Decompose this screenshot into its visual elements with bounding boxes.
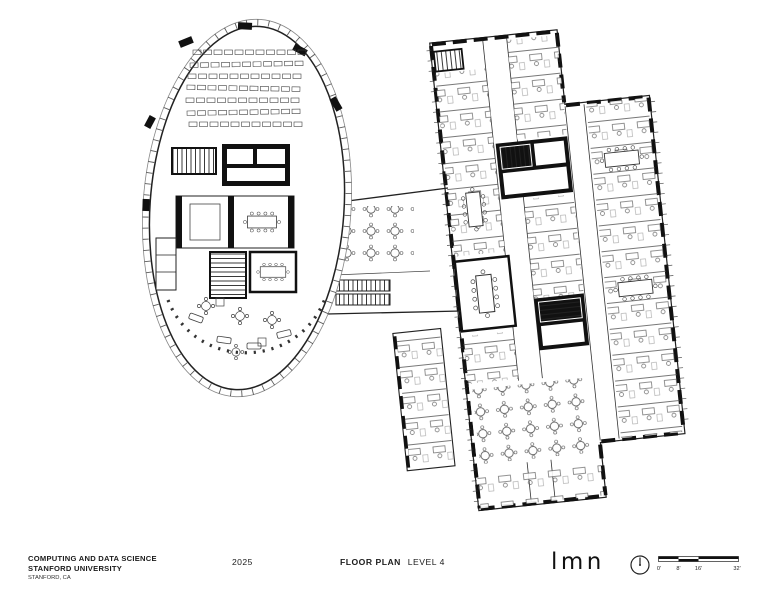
stair-north bbox=[432, 47, 465, 73]
drawing-year: 2025 bbox=[232, 557, 253, 567]
title-block: COMPUTING AND DATA SCIENCE STANFORD UNIV… bbox=[0, 548, 780, 594]
rim-columns bbox=[142, 22, 343, 212]
project-location: STANFORD, CA bbox=[28, 574, 71, 581]
meeting-room bbox=[248, 250, 298, 294]
drawing-subtitle: LEVEL 4 bbox=[404, 557, 445, 567]
west-oval-building bbox=[142, 18, 352, 398]
stair-upper bbox=[171, 147, 217, 175]
west-lounge bbox=[166, 295, 328, 361]
stair-elevator-core bbox=[495, 136, 574, 200]
connector-stairs bbox=[335, 279, 391, 306]
window-mullions bbox=[426, 49, 690, 507]
client-name: STANFORD UNIVERSITY bbox=[28, 563, 123, 573]
conference-room-large bbox=[453, 254, 518, 333]
southwest-room-row bbox=[392, 327, 456, 472]
stair-core-south bbox=[534, 293, 590, 351]
north-arrow-icon bbox=[630, 555, 650, 575]
drawing-title-block: FLOOR PLAN LEVEL 4 bbox=[340, 557, 445, 567]
west-core bbox=[155, 144, 298, 299]
window-mullions bbox=[142, 19, 352, 397]
scale-label-32: 32' bbox=[733, 566, 740, 572]
perimeter-chairs bbox=[166, 295, 328, 355]
stair-lower bbox=[209, 251, 247, 299]
cafe-tables bbox=[468, 373, 599, 468]
drawing-title: FLOOR PLAN bbox=[340, 557, 401, 567]
project-info: COMPUTING AND DATA SCIENCE STANFORD UNIV… bbox=[28, 554, 157, 582]
scale-label-8: 8' bbox=[676, 566, 680, 572]
project-name: COMPUTING AND DATA SCIENCE bbox=[28, 554, 157, 563]
office-zones bbox=[434, 34, 683, 439]
east-office-bar bbox=[426, 29, 690, 512]
phone-rooms bbox=[155, 237, 177, 291]
elevator-core bbox=[222, 144, 290, 186]
scale-label-16: 16' bbox=[695, 566, 702, 572]
scale-bar: 0' 8' 16' 32' bbox=[657, 556, 741, 572]
scale-label-0: 0' bbox=[657, 566, 661, 572]
firm-logo: lmn bbox=[551, 549, 605, 575]
